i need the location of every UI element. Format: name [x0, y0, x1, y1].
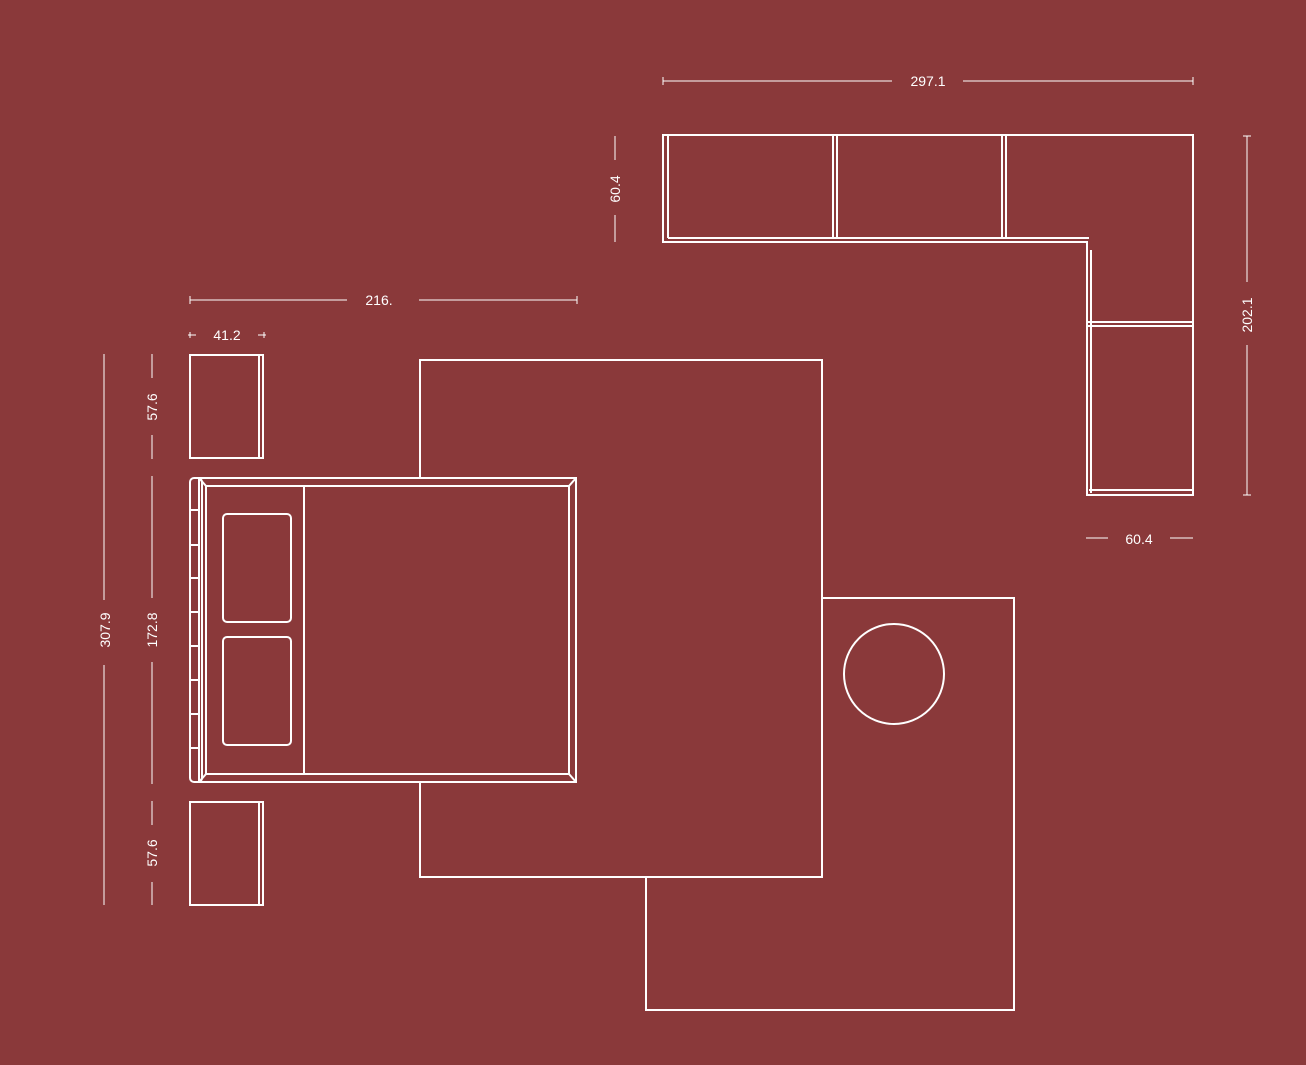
sectional-sofa — [662, 134, 1194, 496]
svg-text:60.4: 60.4 — [607, 175, 623, 202]
svg-text:216.: 216. — [365, 292, 392, 308]
bed-width-dimension: 216. — [189, 292, 578, 308]
sofa-height-dimension: 202.1 — [1239, 135, 1255, 496]
svg-text:57.6: 57.6 — [144, 393, 160, 420]
bed-length-dimension: 172.8 — [144, 476, 160, 784]
pillow — [222, 636, 292, 746]
total-length-dimension: 307.9 — [97, 354, 113, 905]
svg-text:41.2: 41.2 — [213, 327, 240, 343]
svg-text:60.4: 60.4 — [1125, 531, 1152, 547]
nightstand-bottom-depth-dimension: 57.6 — [144, 801, 160, 905]
large-rug — [419, 359, 823, 878]
svg-text:297.1: 297.1 — [910, 73, 945, 89]
bed — [189, 477, 577, 783]
nightstand-top — [189, 354, 264, 459]
round-side-table — [843, 623, 945, 725]
svg-text:57.6: 57.6 — [144, 839, 160, 866]
nightstand-width-dimension: 41.2 — [188, 327, 266, 343]
small-rug — [645, 597, 1015, 1011]
pillow — [222, 513, 292, 623]
nightstand-bottom — [189, 801, 264, 906]
sofa-depth-top-dimension: 60.4 — [607, 136, 623, 242]
sofa-width-dimension: 297.1 — [662, 73, 1194, 89]
headboard — [189, 477, 203, 783]
svg-text:172.8: 172.8 — [144, 612, 160, 647]
sofa-depth-bottom-dimension: 60.4 — [1086, 531, 1193, 547]
nightstand-top-depth-dimension: 57.6 — [144, 354, 160, 459]
svg-text:202.1: 202.1 — [1239, 297, 1255, 332]
svg-text:307.9: 307.9 — [97, 612, 113, 647]
